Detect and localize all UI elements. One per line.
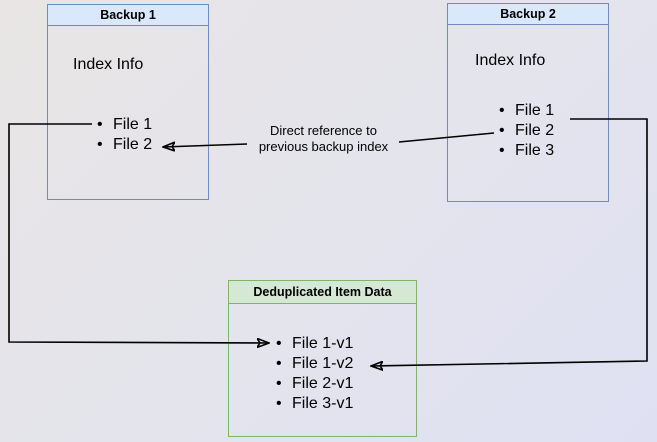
dedup-file-list: • File 1-v1 • File 1-v2 • File 2-v1 • Fi… — [276, 334, 353, 414]
list-item-label: File 1 — [113, 116, 153, 133]
backup2-index-info-label: Index Info — [475, 52, 546, 69]
bullet-icon: • — [97, 116, 103, 133]
list-item: • File 2 — [499, 121, 554, 141]
bullet-icon: • — [499, 122, 505, 139]
bullet-icon: • — [276, 355, 282, 372]
backup1-title: Backup 1 — [48, 5, 208, 26]
list-item-label: File 3-v1 — [292, 395, 354, 412]
annotation-line2: previous backup index — [258, 139, 389, 154]
list-item-label: File 1-v2 — [292, 355, 354, 372]
list-item: • File 1 — [499, 101, 554, 121]
list-item-label: File 2 — [113, 136, 153, 153]
list-item-label: File 2-v1 — [292, 375, 354, 392]
dedup-title: Deduplicated Item Data — [229, 281, 416, 304]
bullet-icon: • — [276, 335, 282, 352]
list-item-label: File 3 — [515, 142, 555, 159]
bullet-icon: • — [276, 375, 282, 392]
backup1-box: Backup 1 Index Info • File 1 • File 2 — [47, 4, 209, 200]
backup2-title: Backup 2 — [448, 4, 608, 25]
bullet-icon: • — [276, 395, 282, 412]
backup2-file-list: • File 1 • File 2 • File 3 — [499, 101, 554, 161]
list-item: • File 1-v2 — [276, 354, 353, 374]
bullet-icon: • — [499, 102, 505, 119]
list-item: • File 1-v1 — [276, 334, 353, 354]
annotation-line1: Direct reference to — [270, 123, 377, 138]
list-item: • File 2 — [97, 135, 152, 155]
backup1-file-list: • File 1 • File 2 — [97, 115, 152, 155]
list-item-label: File 1 — [515, 102, 555, 119]
direct-reference-annotation: Direct reference to previous backup inde… — [236, 123, 411, 155]
bullet-icon: • — [499, 142, 505, 159]
list-item: • File 2-v1 — [276, 374, 353, 394]
list-item: • File 3 — [499, 141, 554, 161]
list-item: • File 1 — [97, 115, 152, 135]
list-item-label: File 1-v1 — [292, 335, 354, 352]
bullet-icon: • — [97, 136, 103, 153]
backup2-box: Backup 2 Index Info • File 1 • File 2 • … — [447, 3, 609, 202]
list-item: • File 3-v1 — [276, 394, 353, 414]
list-item-label: File 2 — [515, 122, 555, 139]
deduplicated-item-data-box: Deduplicated Item Data • File 1-v1 • Fil… — [228, 280, 417, 437]
backup1-index-info-label: Index Info — [73, 56, 144, 73]
